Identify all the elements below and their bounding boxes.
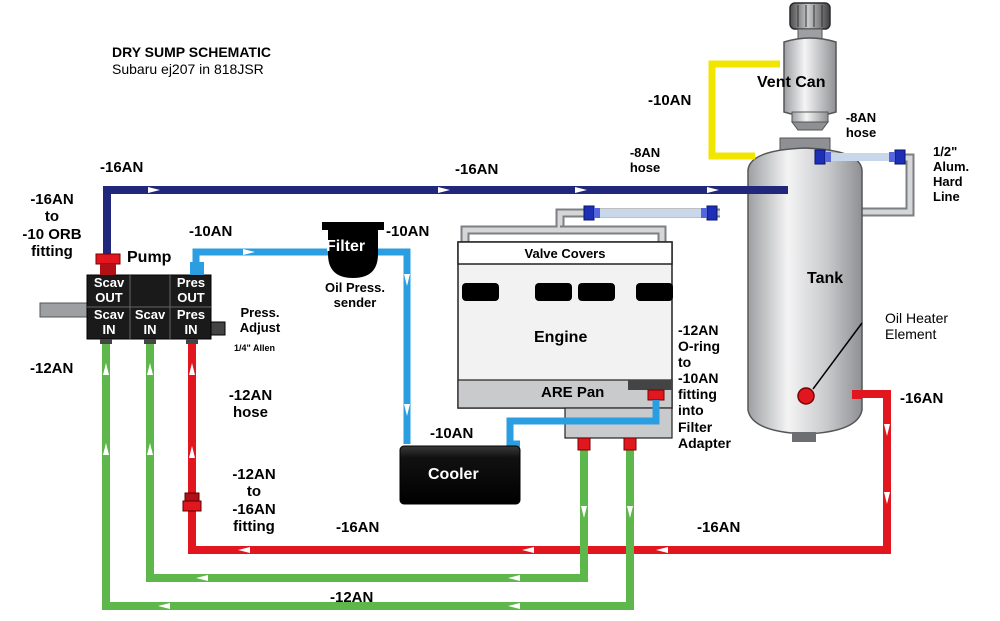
tank-outlet-fitting	[852, 390, 862, 399]
red-16an-right-label: -16AN	[697, 519, 741, 536]
hose-fitting-12-16	[182, 492, 202, 512]
green-flow-arrows	[103, 363, 633, 609]
vent-can	[783, 2, 837, 131]
left-12an-label: -12AN	[30, 360, 74, 377]
valve-port-2	[535, 283, 572, 301]
diagram-title: DRY SUMP SCHEMATIC	[112, 44, 271, 60]
valve-covers-label: Valve Covers	[524, 246, 606, 261]
valve-port-1	[462, 283, 499, 301]
press-adjust-note: 1/4" Allen	[234, 343, 275, 353]
engine-label: Engine	[534, 329, 588, 346]
red-16an-bottom-label: -16AN	[336, 519, 380, 536]
oil-filter	[322, 222, 384, 278]
vent-can-label: Vent Can	[757, 74, 826, 91]
top-16an-left-label: -16AN	[100, 159, 144, 176]
hard-line-vent	[860, 153, 915, 217]
valve-port-3	[578, 283, 615, 301]
top-16an-mid-label: -16AN	[455, 161, 499, 178]
scavenge-return-line	[103, 186, 788, 260]
tank-out-16an-label: -16AN	[900, 390, 944, 407]
red-flow-arrows	[189, 363, 890, 553]
vent-line	[708, 60, 780, 160]
oil-tank	[747, 137, 863, 442]
pump-pressure-in-line	[188, 344, 891, 554]
tank-vent-hose	[583, 149, 906, 221]
cooler-to-pan-label: -10AN	[430, 425, 474, 442]
pump-label: Pump	[127, 249, 172, 266]
oil-press-sender-label: Oil Press.sender	[325, 280, 385, 310]
cooler-label: Cooler	[428, 466, 479, 483]
filter-to-cooler-line	[375, 248, 411, 444]
filter-label: Filter	[326, 238, 366, 255]
pan-scavenge-fittings	[577, 437, 637, 451]
scavenge-flow-arrows	[148, 187, 719, 193]
vent-line-label: -10AN	[648, 92, 692, 109]
pressure-adjust-screw	[210, 321, 226, 336]
are-pan-label: ARE Pan	[541, 384, 605, 401]
bottom-12an-label: -12AN	[330, 589, 374, 606]
dry-sump-pump	[39, 253, 226, 344]
cooler-to-pan-line	[506, 400, 660, 448]
pressure-feed-line	[192, 248, 330, 262]
filter-to-cooler-label: -10AN	[386, 223, 430, 240]
pressure-flow-arrows	[243, 249, 410, 416]
valve-port-4	[636, 283, 673, 301]
oil-cooler	[399, 445, 521, 505]
scavenge-suction-line-2	[102, 344, 634, 610]
tank-label: Tank	[807, 270, 844, 287]
diagram-subtitle: Subaru ej207 in 818JSR	[112, 61, 264, 77]
pump-to-filter-label: -10AN	[189, 223, 233, 240]
oil-heater-element-icon	[797, 387, 815, 405]
press-adjust-label: Press.Adjust	[239, 305, 281, 335]
